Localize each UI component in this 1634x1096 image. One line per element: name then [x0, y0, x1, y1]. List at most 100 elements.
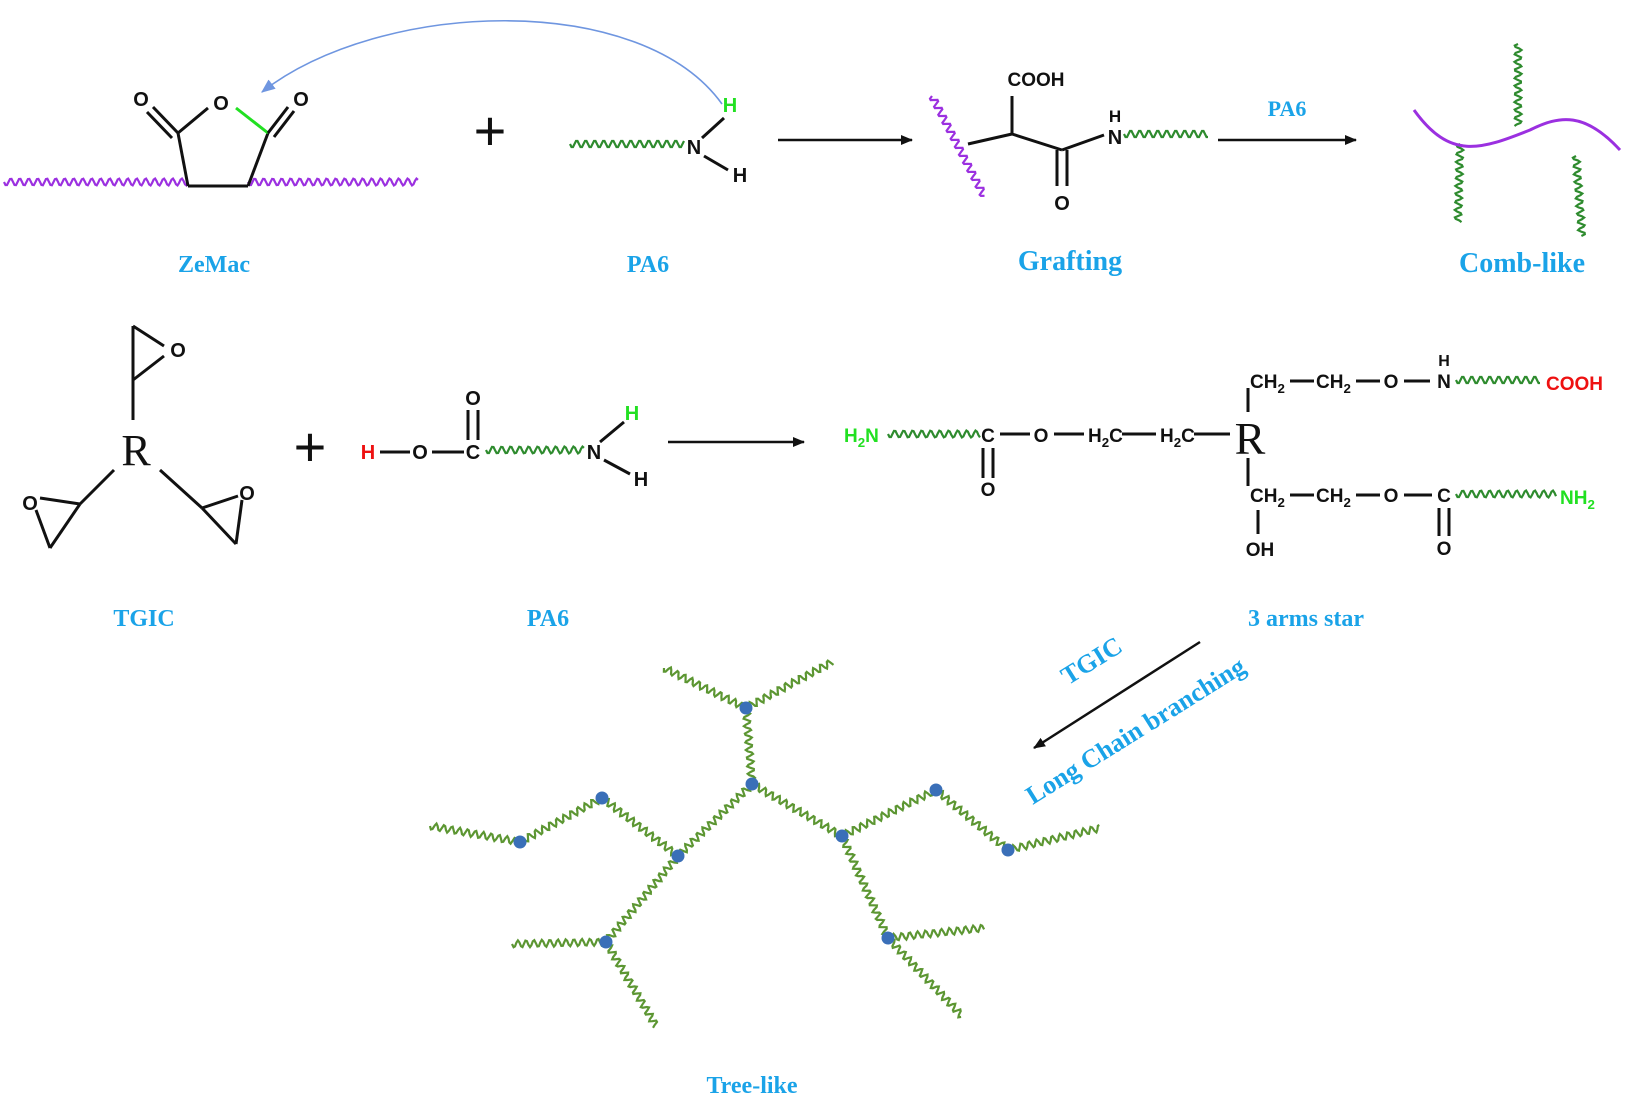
star-terminal-amine-right: NH2	[1560, 488, 1595, 512]
tree-chain	[605, 853, 679, 945]
star-pa6-arm	[1455, 489, 1558, 499]
star-ether-oxygen-left: O	[1034, 426, 1049, 447]
nucleophilic-attack-arrow	[261, 19, 723, 105]
star-lower-methylene-1: CH2	[1250, 486, 1285, 510]
arrow-label-long-chain-branching: Long Chain branching	[1021, 651, 1251, 810]
amine-hydrogen-highlight: H	[723, 95, 737, 117]
star-upper-oxygen: O	[1384, 372, 1399, 393]
ring-oxygen: O	[213, 93, 229, 115]
plus-sign: +	[294, 415, 327, 478]
grafting-amide-oxygen: O	[1054, 193, 1070, 215]
star-r-core: R	[1235, 413, 1266, 464]
pa6-amine-nitrogen: N	[587, 442, 601, 464]
branch-point-node	[599, 935, 613, 949]
tree-chain	[838, 835, 893, 939]
arrow-label-tgic: TGIC	[1056, 631, 1128, 691]
branch-point-node	[671, 849, 685, 863]
amine-nitrogen: N	[687, 137, 701, 159]
star-lower-methylene-2: CH2	[1316, 486, 1351, 510]
branch-point-node	[835, 829, 849, 843]
pa6-amine-structure: H N H	[687, 95, 747, 187]
grafting-amide-nitrogen: N	[1108, 127, 1122, 149]
zemac-structure: O O O	[133, 89, 309, 188]
grafting-cooh: COOH	[1008, 70, 1065, 91]
tree-chain	[745, 659, 835, 712]
star-lower-ester-oxygen: O	[1437, 539, 1452, 560]
branch-point-node	[513, 835, 527, 849]
grafting-pa6-chain	[1123, 129, 1208, 139]
star-pa6-arm	[887, 429, 981, 439]
tree-chain	[887, 923, 986, 943]
star-ester-carbon-left: C	[981, 426, 995, 447]
tree-chain	[428, 821, 521, 848]
carbonyl-oxygen-right: O	[293, 89, 309, 111]
grafting-amide-hydrogen: H	[1109, 107, 1121, 126]
star-terminal-cooh: COOH	[1546, 374, 1603, 395]
arrow-label-pa6: PA6	[1268, 96, 1307, 121]
reaction-arrow-4	[1033, 640, 1201, 750]
tree-chain	[599, 797, 681, 857]
star-terminal-amine-left: H2N	[844, 426, 879, 450]
star-hydroxyl: OH	[1246, 540, 1275, 561]
branch-point-node	[1001, 843, 1015, 857]
tgic-epoxide-oxygen-right: O	[239, 483, 255, 505]
grafted-product-structure: COOH O H N	[967, 70, 1122, 215]
comb-branch	[1571, 155, 1587, 237]
tree-chain	[602, 941, 659, 1029]
tree-chain	[662, 665, 746, 712]
pa6-chain	[569, 139, 685, 149]
polymer-chains	[3, 43, 1587, 1029]
tree-chain	[1007, 824, 1100, 855]
caption-grafting: Grafting	[1018, 246, 1122, 277]
tree-chain	[511, 937, 607, 949]
grafting-zemac-chain	[928, 95, 985, 198]
star-lower-oxygen: O	[1384, 486, 1399, 507]
comb-branch	[1512, 43, 1524, 127]
pa6-acid-amine-structure: H O C O N H H	[361, 388, 648, 491]
acid-carbon: C	[466, 442, 480, 464]
comb-branch	[1452, 142, 1466, 223]
star-ester-oxygen-left: O	[981, 480, 996, 501]
amine-hydrogen: H	[733, 165, 747, 187]
tree-chain	[677, 781, 753, 859]
star-upper-amine-hydrogen: H	[1438, 353, 1450, 370]
pa6-amine-hydrogen-highlight: H	[625, 403, 639, 425]
branch-point-node	[745, 777, 759, 791]
caption-zemac: ZeMac	[178, 252, 250, 278]
tree-chain	[519, 794, 603, 845]
three-arm-star-structure: H2N C O O H2C H2C R CH2 CH2 O H N COOH C…	[844, 353, 1603, 561]
branch-point-node	[929, 783, 943, 797]
tree-chain	[750, 782, 844, 838]
branch-point-node	[881, 931, 895, 945]
acid-oxygen: O	[412, 442, 428, 464]
star-upper-methylene-2: CH2	[1316, 372, 1351, 396]
pa6-chain	[485, 444, 585, 455]
branch-points	[513, 701, 1015, 949]
star-lower-ester-carbon: C	[1437, 486, 1451, 507]
tgic-structure: R O O O	[22, 324, 255, 549]
tree-chain	[841, 786, 938, 840]
tgic-epoxide-oxygen-top: O	[170, 340, 186, 362]
acid-hydrogen-highlight: H	[361, 442, 375, 464]
tgic-epoxide-oxygen-left: O	[22, 493, 38, 515]
branch-point-node	[595, 791, 609, 805]
tgic-r-core: R	[121, 426, 151, 475]
comb-backbone	[1412, 109, 1622, 152]
star-pa6-arm	[1455, 375, 1540, 385]
star-upper-methylene-1: CH2	[1250, 372, 1285, 396]
acid-carbonyl-oxygen: O	[465, 388, 481, 410]
branch-point-node	[739, 701, 753, 715]
tree-chain	[741, 707, 757, 785]
tree-chain	[933, 789, 1011, 852]
caption-tgic: TGIC	[113, 606, 174, 632]
caption-pa6-middle: PA6	[527, 606, 569, 632]
star-methylene-2: H2C	[1160, 426, 1195, 450]
star-methylene-1: H2C	[1088, 426, 1123, 450]
plus-sign: +	[474, 99, 507, 162]
caption-tree-like: Tree-like	[706, 1073, 797, 1096]
caption-comb-like: Comb-like	[1459, 248, 1585, 279]
star-upper-amine-nitrogen: N	[1437, 372, 1451, 393]
pa6-amine-hydrogen: H	[634, 469, 648, 491]
